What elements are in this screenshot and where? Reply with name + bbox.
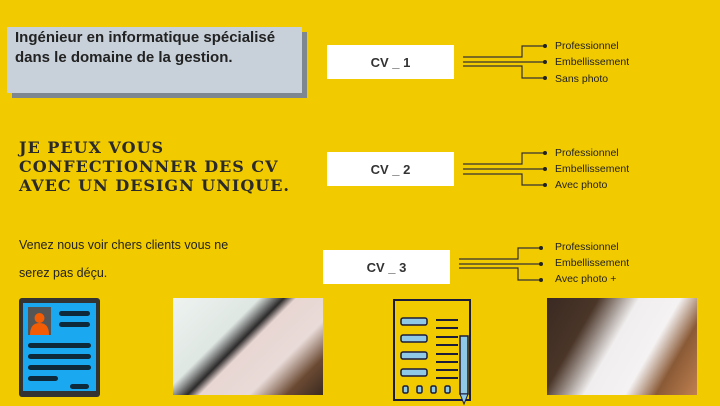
cv-3-feature: Avec photo + <box>555 273 617 285</box>
intro-text: Ingénieur en informatique spécialisé dan… <box>15 29 276 66</box>
cv-1-feature: Embellissement <box>555 56 630 68</box>
resume-profile-icon <box>19 298 100 397</box>
headline: JE PEUX VOUS CONFECTIONNER DES CV AVEC U… <box>19 138 290 195</box>
headline-line: AVEC UN DESIGN UNIQUE. <box>19 176 290 195</box>
cv-2-button[interactable]: CV _ 2 <box>327 152 454 186</box>
headline-line: CONFECTIONNER DES CV <box>19 157 279 176</box>
cv-1-feature: Professionnel <box>555 40 619 52</box>
cv-1-feature: Sans photo <box>555 73 609 85</box>
cv-3-button[interactable]: CV _ 3 <box>323 250 450 284</box>
resume-clipboard-photo <box>173 298 323 395</box>
cv-2-feature: Professionnel <box>555 147 619 159</box>
tagline-line: Venez nous voir chers clients vous ne <box>19 238 229 252</box>
tagline-line: serez pas déçu. <box>19 266 108 280</box>
headline-line: JE PEUX VOUS <box>19 138 165 157</box>
cv-3-feature: Professionnel <box>555 241 619 253</box>
cv-2-feature: Embellissement <box>555 163 630 175</box>
resume-reading-photo <box>547 298 697 395</box>
intro-box: Ingénieur en informatique spécialisé dan… <box>7 27 302 93</box>
document-pen-icon <box>393 299 471 406</box>
cv-2-feature: Avec photo <box>555 179 608 191</box>
cv-1-button[interactable]: CV _ 1 <box>327 45 454 79</box>
cv-3-feature: Embellissement <box>555 257 630 269</box>
